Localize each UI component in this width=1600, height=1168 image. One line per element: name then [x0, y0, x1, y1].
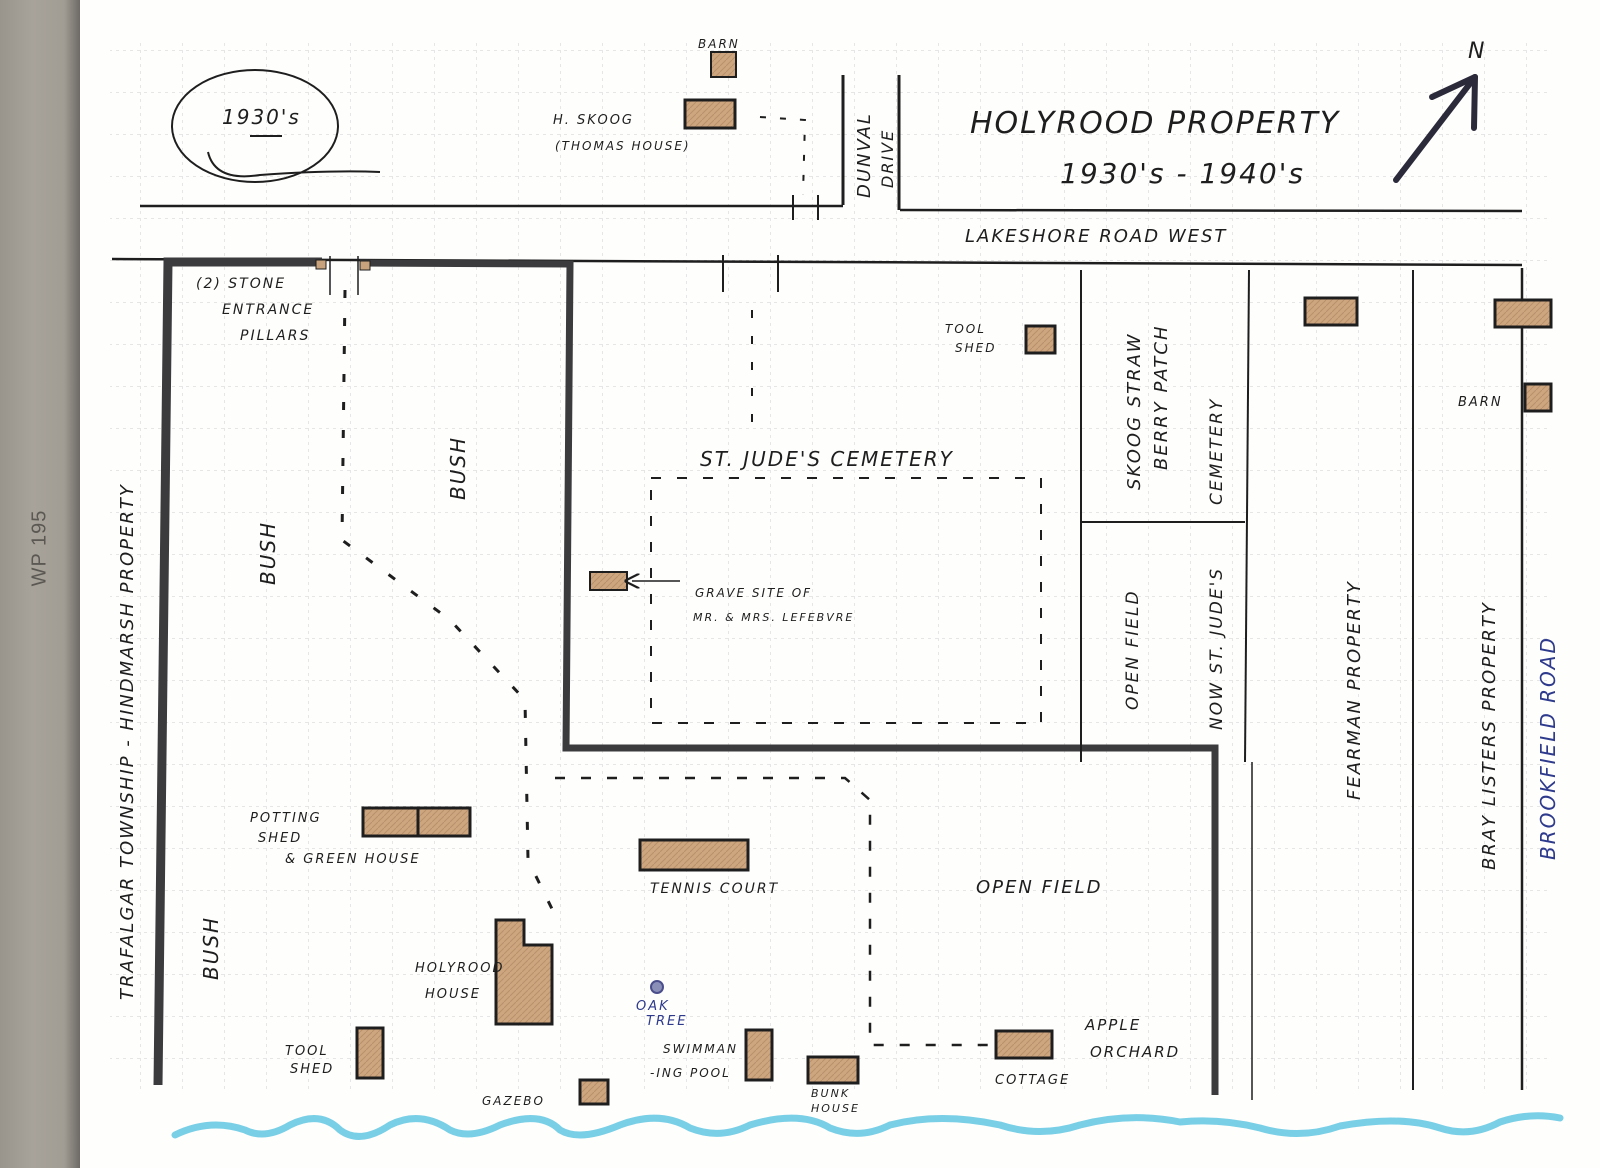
brookfield-road: BROOKFIELD ROAD [1520, 268, 1560, 1090]
lake-shoreline [171, 1112, 1564, 1140]
dunval-drive-label-2: DRIVE [878, 129, 897, 188]
oak-tree-label-1: OAK [636, 999, 670, 1014]
open-field-strip-label: OPEN FIELD [1123, 589, 1143, 710]
skoog-patch-label-2: BERRY PATCH [1151, 324, 1172, 470]
swimming-pool-label-2: -ING POOL [650, 1066, 731, 1080]
cottage [994, 1029, 1054, 1060]
lefebvre-grave [589, 571, 628, 591]
apple-orchard-label-2: ORCHARD [1090, 1043, 1180, 1061]
swimming-pool [744, 1028, 774, 1082]
bunk-house-label-2: HOUSE [811, 1102, 860, 1115]
era-badge-label: 1930's [222, 105, 301, 129]
bray-property-label: BRAY LISTERS PROPERTY [1479, 601, 1500, 870]
tool-sheds-south-label-2: SHED [290, 1062, 334, 1077]
lakeshore-road: LAKESHORE ROAD WEST [111, 195, 1523, 267]
lakeshore-road-label: LAKESHORE ROAD WEST [965, 226, 1227, 247]
cemetery-gate [722, 255, 779, 430]
oak-tree-icon [650, 980, 664, 994]
stone-pillar-west [315, 259, 327, 270]
tool-sheds-south [355, 1026, 385, 1080]
neighbour-strips [1080, 269, 1414, 1100]
tool-sheds-south-label-1: TOOL [285, 1044, 329, 1059]
potting-shed-label-2: SHED [258, 831, 302, 846]
bush-label-west: BUSH [256, 521, 280, 585]
swimming-pool-label-1: SWIMMAN [663, 1042, 738, 1056]
fearman-house [1303, 296, 1359, 327]
tool-shed-north-label-1: TOOL [945, 322, 986, 336]
now-st-judes-label: NOW ST. JUDE'S [1207, 567, 1227, 730]
title-years: 1930's - 1940's [1060, 157, 1305, 190]
cemetery-loop-path [650, 477, 1042, 724]
dunval-drive-label-1: DUNVAL [854, 112, 875, 198]
title-main: HOLYROOD PROPERTY [970, 106, 1341, 141]
potting-shed [361, 806, 420, 838]
oak-tree-label-2: TREE [646, 1014, 687, 1029]
dunval-drive: DUNVAL DRIVE [841, 75, 901, 210]
grid [110, 40, 1550, 1090]
skoog-house [683, 98, 737, 130]
pillars-label-1: (2) STONE [196, 276, 286, 292]
binder-strip: WP 195 [0, 0, 80, 1168]
gazebo-label: GAZEBO [482, 1094, 545, 1108]
bray-barn-label: BARN [1458, 395, 1503, 410]
bray-house [1493, 298, 1553, 329]
skoog-house-label-1: H. SKOOG [553, 113, 634, 128]
gazebo [578, 1078, 610, 1106]
bray-barn [1523, 382, 1553, 413]
apple-orchard-label-1: APPLE [1084, 1016, 1141, 1034]
bunk-house-label-1: BUNK [811, 1087, 850, 1100]
bush-label-central: BUSH [446, 436, 470, 500]
cemetery-label: ST. JUDE'S CEMETERY [700, 447, 954, 471]
grave-site-label-2: MR. & MRS. LEFEBVRE [693, 611, 854, 624]
bunk-house [806, 1055, 860, 1085]
cottage-label: COTTAGE [995, 1073, 1070, 1088]
tool-shed-north [1024, 324, 1057, 355]
map-title: HOLYROOD PROPERTY 1930's - 1940's [970, 106, 1341, 190]
era-badge: 1930's [171, 69, 381, 183]
fearman-property-label: FEARMAN PROPERTY [1344, 580, 1365, 800]
skoog-house-label-2: (THOMAS HOUSE) [555, 139, 691, 153]
brookfield-road-label: BROOKFIELD ROAD [1536, 636, 1560, 860]
potting-shed-label-3: & GREEN HOUSE [285, 852, 421, 867]
north-arrow-icon: N [1393, 39, 1486, 183]
cemetery-strip-label: CEMETERY [1207, 398, 1227, 505]
compass-label: N [1468, 39, 1486, 64]
barn-north [710, 51, 737, 78]
bush-label-south: BUSH [199, 916, 223, 980]
potting-shed-label-1: POTTING [250, 811, 322, 826]
holyrood-house-label-1: HOLYROOD [415, 961, 504, 976]
barn-north-label: BARN [698, 37, 740, 51]
tennis-court [638, 838, 750, 872]
grave-site-label-1: GRAVE SITE OF [695, 586, 812, 600]
skoog-patch-label-1: SKOOG STRAW [1124, 333, 1145, 490]
holyrood-house-label-2: HOUSE [425, 987, 481, 1002]
green-house [416, 806, 472, 838]
hindmarsh-property-label: TRAFALGAR TOWNSHIP - HINDMARSH PROPERTY [117, 483, 138, 1000]
north-side: BARN H. SKOOG (THOMAS HOUSE) [553, 37, 807, 196]
holyrood-house [494, 918, 554, 1026]
tennis-court-label: TENNIS COURT [650, 881, 779, 897]
tool-shed-north-label-2: SHED [955, 341, 996, 355]
pillars-label-3: PILLARS [240, 328, 310, 344]
holyrood-boundary [153, 256, 1219, 1095]
stone-pillar-east [359, 260, 371, 271]
pillars-label-2: ENTRANCE [222, 302, 314, 318]
open-field-label: OPEN FIELD [976, 877, 1103, 898]
